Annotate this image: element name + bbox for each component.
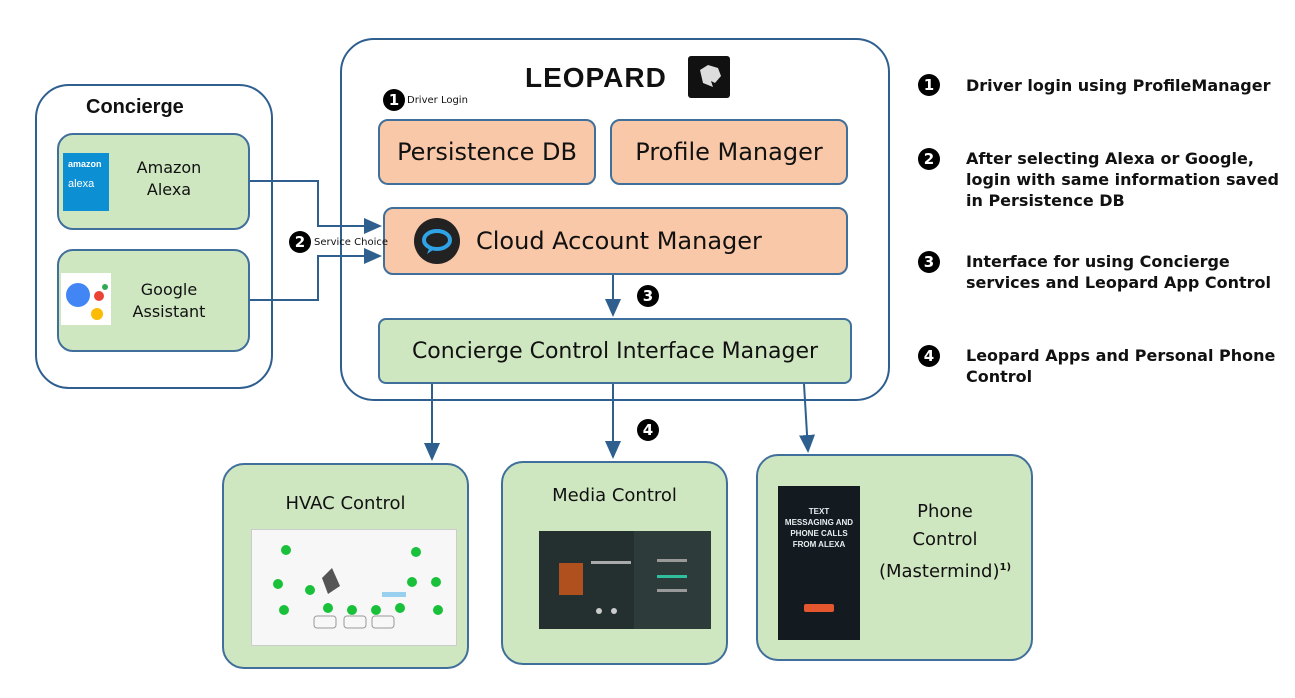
step-2-marker: 2 xyxy=(289,231,311,253)
legend-2-marker: 2 xyxy=(918,148,940,170)
media-screenshot xyxy=(539,531,711,629)
persistence-db-box: Persistence DB xyxy=(378,119,596,185)
leopard-logo-icon xyxy=(688,56,730,98)
legend-4-marker: 4 xyxy=(918,345,940,367)
step-4-marker: 4 xyxy=(637,419,659,441)
service-choice-label: Service Choice xyxy=(314,237,389,248)
step-3-marker: 3 xyxy=(637,285,659,307)
phone-control-label-text: Phone Control (Mastermind) xyxy=(878,501,1000,582)
legend-3-text: Interface for using Concierge services a… xyxy=(966,252,1272,292)
hvac-control-box: HVAC Control xyxy=(222,463,469,669)
alexa-logo: amazon alexa xyxy=(63,153,109,211)
concierge-title: Concierge xyxy=(86,96,184,118)
phone-control-label: Phone Control (Mastermind)1) xyxy=(866,498,1024,586)
profile-manager-box: Profile Manager xyxy=(610,119,848,185)
driver-login-label: Driver Login xyxy=(407,95,468,106)
legend-4-text: Leopard Apps and Personal Phone Control xyxy=(966,346,1276,386)
alexa-label: Amazon Alexa xyxy=(136,158,202,199)
google-logo xyxy=(61,273,111,325)
phone-screen-button xyxy=(804,604,834,612)
legend-1-marker: 1 xyxy=(918,74,940,96)
concierge-control-interface-manager-box: Concierge Control Interface Manager xyxy=(378,318,852,384)
hvac-control-label: HVAC Control xyxy=(285,493,406,514)
alexa-logo-bottom: alexa xyxy=(68,178,95,190)
google-label: Google Assistant xyxy=(132,280,206,321)
google-assistant-icon xyxy=(66,283,108,320)
legend-3-marker: 3 xyxy=(918,251,940,273)
cloud-account-icon xyxy=(414,218,460,264)
legend-1-text: Driver login using ProfileManager xyxy=(966,76,1271,95)
phone-screenshot: TEXT MESSAGING AND PHONE CALLS FROM ALEX… xyxy=(778,486,860,640)
leopard-title: LEOPARD xyxy=(525,62,667,93)
google-box: Google Assistant xyxy=(57,249,250,352)
media-control-label: Media Control xyxy=(552,485,677,506)
step-1-marker: 1 xyxy=(383,89,405,111)
legend-2-text: After selecting Alexa or Google, login w… xyxy=(966,149,1279,210)
phone-control-footnote: 1) xyxy=(999,562,1012,573)
phone-screen-text: TEXT MESSAGING AND PHONE CALLS FROM ALEX… xyxy=(784,507,854,549)
hvac-screenshot xyxy=(251,529,457,646)
alexa-logo-top: amazon xyxy=(68,159,102,169)
cloud-account-manager-label: Cloud Account Manager xyxy=(476,227,762,255)
cloud-account-manager-box: Cloud Account Manager xyxy=(383,207,848,275)
phone-control-box: TEXT MESSAGING AND PHONE CALLS FROM ALEX… xyxy=(756,454,1033,661)
media-control-box: Media Control xyxy=(501,461,728,665)
alexa-box: amazon alexa Amazon Alexa xyxy=(57,133,250,230)
